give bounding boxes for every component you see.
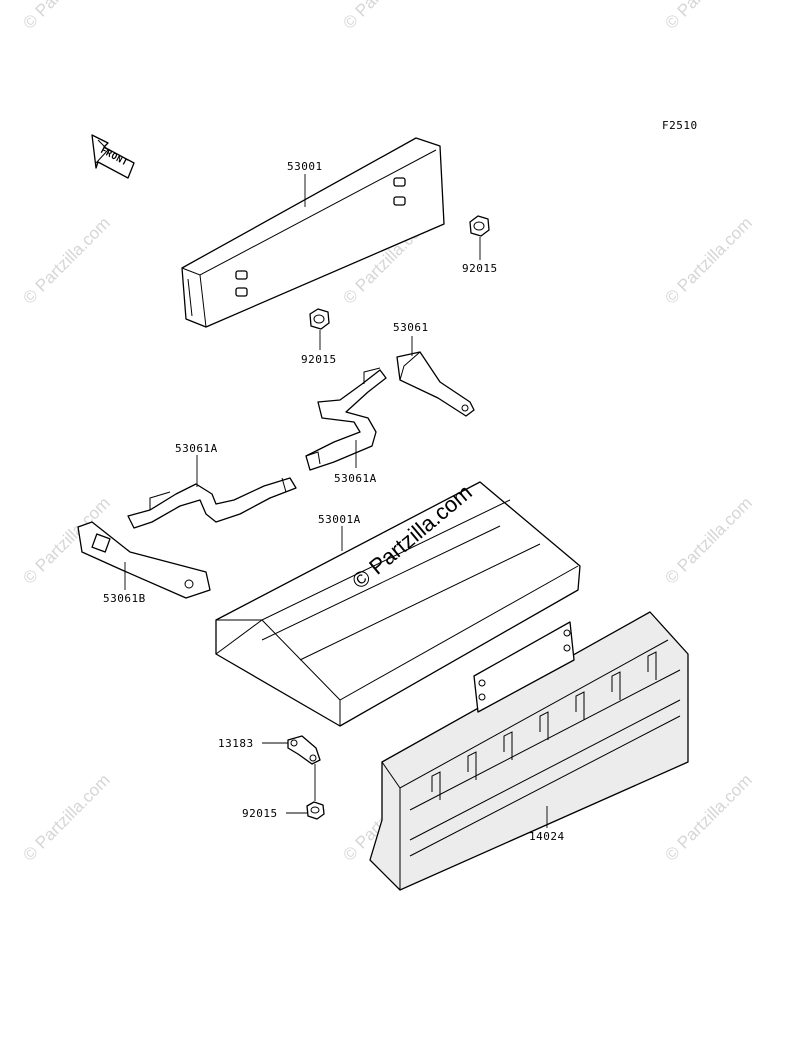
watermark: © Partzilla.com	[661, 0, 755, 33]
part-53001-cover	[181, 137, 445, 328]
part-label-14024: 14024	[529, 830, 565, 843]
part-53061A-strap	[305, 367, 387, 471]
part-label-53061B: 53061B	[103, 592, 146, 605]
nut-icon	[469, 215, 490, 237]
watermark: © Partzilla.com	[339, 0, 433, 33]
watermark: © Partzilla.com	[19, 770, 113, 864]
figure-code: F2510	[662, 119, 698, 132]
part-label-53061A: 53061A	[334, 472, 377, 485]
watermark: © Partzilla.com	[661, 493, 755, 587]
part-13183-bracket	[287, 735, 321, 765]
watermark: © Partzilla.com	[19, 213, 113, 307]
watermark: © Partzilla.com	[19, 0, 113, 33]
part-label-13183: 13183	[218, 737, 254, 750]
front-arrow-icon: FRONT	[91, 134, 135, 179]
part-label-53001: 53001	[287, 160, 323, 173]
part-label-92015: 92015	[462, 262, 498, 275]
nut-icon	[309, 308, 330, 330]
watermark: © Partzilla.com	[661, 213, 755, 307]
watermark: © Partzilla.com	[661, 770, 755, 864]
part-53061-latch	[396, 351, 475, 417]
nut-icon	[306, 801, 325, 820]
part-label-92015: 92015	[301, 353, 337, 366]
part-14024-rack	[369, 611, 689, 891]
part-53061B-buckle	[77, 521, 211, 599]
part-label-53001A: 53001A	[318, 513, 361, 526]
hook-row	[409, 651, 681, 857]
part-label-53061: 53061	[393, 321, 429, 334]
part-label-92015: 92015	[242, 807, 278, 820]
stud-icon	[235, 177, 406, 297]
part-53061A-strap	[127, 477, 297, 529]
part-53001A-box	[215, 481, 581, 727]
part-label-53061A: 53061A	[175, 442, 218, 455]
